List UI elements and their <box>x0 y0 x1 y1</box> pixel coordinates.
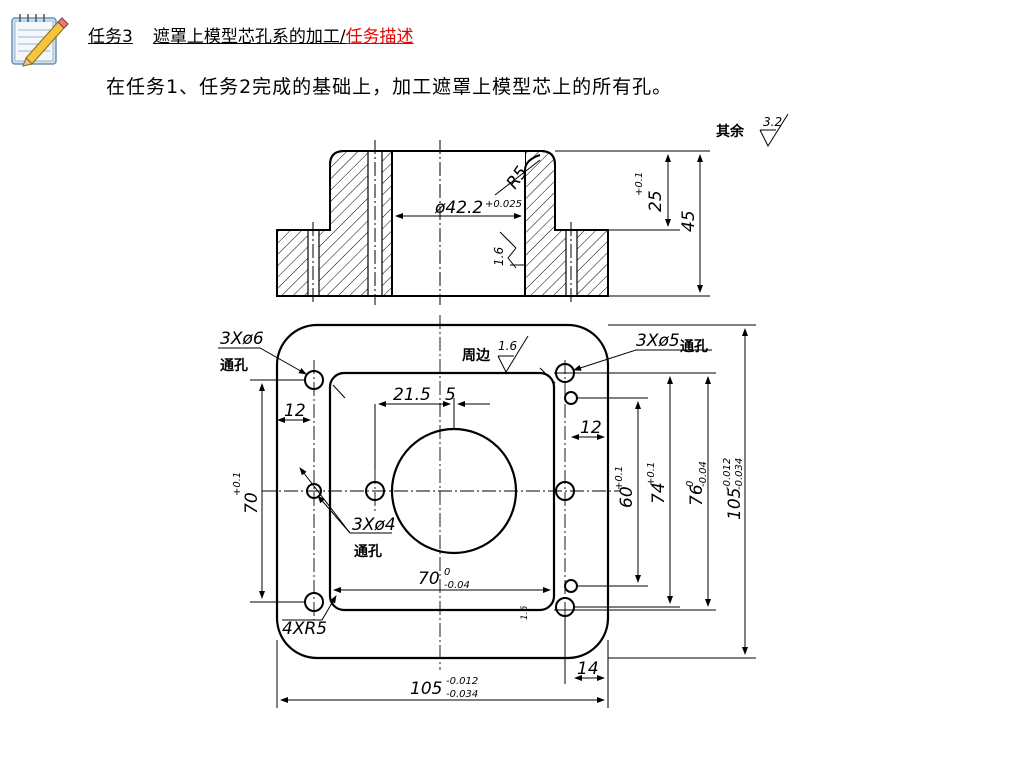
dim-76-tol-hi: 0 <box>685 481 696 487</box>
through-hole-label-2: 通孔 <box>680 339 708 355</box>
height-45-dim: 45 <box>679 210 699 232</box>
bore-tolerance: +0.025 <box>485 199 522 210</box>
perimeter-roughness-symbol <box>497 335 529 374</box>
notebook-pencil-icon <box>11 14 69 67</box>
perimeter-roughness-value: 1.6 <box>498 339 517 353</box>
dim-12-left: 12 <box>284 401 306 421</box>
height-25-dim: 25 <box>646 190 666 212</box>
task-subtopic[interactable]: 任务描述 <box>345 27 414 47</box>
dim-70-bottom-tol-hi: 0 <box>444 567 450 578</box>
holes-center-label: 3Xø4 <box>352 515 396 535</box>
plan-view <box>262 315 620 670</box>
holes-left-top-label: 3Xø6 <box>220 329 264 349</box>
dim-70-left-tol: +0.1 <box>232 472 243 496</box>
dim-105-right-tol-low: -0.034 <box>734 458 745 490</box>
dim-60-tol: +0.1 <box>614 466 625 490</box>
dim-74: 74 <box>649 482 669 504</box>
dim-105-right: 105 <box>725 488 745 520</box>
roughness-symbol-bore <box>499 231 517 269</box>
dim-105-bottom: 105 <box>410 679 442 699</box>
height-25-tol: +0.1 <box>634 172 645 196</box>
dim-105-right-tol-hi: -0.012 <box>722 458 733 490</box>
task-description: 在任务1、任务2完成的基础上，加工遮罩上模型芯上的所有孔。 <box>106 76 673 98</box>
perimeter-roughness-label: 周边 <box>462 348 491 364</box>
holes-right-top-label: 3Xø5 <box>636 331 680 351</box>
task-topic: 遮罩上模型芯孔系的加工/ <box>152 27 346 47</box>
bore-dimension: ø42.2 <box>434 198 483 218</box>
section-view <box>276 140 609 305</box>
dim-21-5: 21.5 <box>393 385 431 405</box>
inner-roughness-small: 1.6 <box>520 605 530 620</box>
dim-70-bottom-tol-low: -0.04 <box>444 580 470 591</box>
roughness-rest-value: 3.2 <box>763 115 782 129</box>
dim-105-bottom-tol-low: -0.034 <box>446 689 478 700</box>
corner-radius-label: 4XR5 <box>282 619 327 639</box>
dim-70-bottom: 70 <box>418 569 440 589</box>
roughness-rest-symbol <box>759 113 789 148</box>
dim-12-right: 12 <box>580 418 602 438</box>
page-header: 任务3 遮罩上模型芯孔系的加工/任务描述 <box>88 22 414 47</box>
dim-70-left: 70 <box>242 492 262 514</box>
bore-roughness-value: 1.6 <box>492 247 506 266</box>
through-hole-label-1: 通孔 <box>220 358 248 374</box>
roughness-rest-label: 其余 <box>716 123 745 140</box>
task-label: 任务3 <box>88 27 133 47</box>
through-hole-label-3: 通孔 <box>354 544 382 560</box>
dim-5: 5 <box>445 385 456 405</box>
dim-74-tol: +0.1 <box>646 462 657 486</box>
dim-14: 14 <box>577 659 599 679</box>
dim-76: 76 <box>687 484 707 506</box>
dim-60: 60 <box>617 486 637 508</box>
dim-105-bottom-tol-hi: -0.012 <box>446 676 478 687</box>
dim-76-tol-low: -0.04 <box>698 461 709 487</box>
